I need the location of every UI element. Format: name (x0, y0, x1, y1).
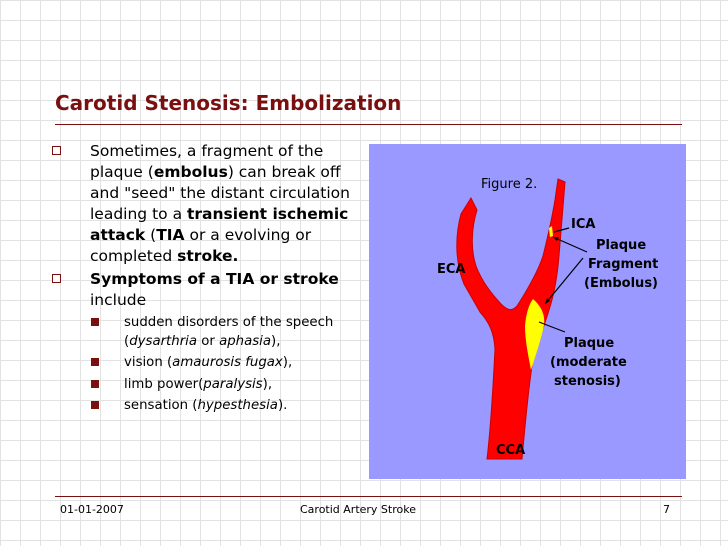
plaque-label-3: stenosis) (554, 374, 621, 389)
text: vision ( (124, 355, 173, 370)
arrowhead (545, 298, 550, 304)
plaque-arrow (538, 321, 566, 333)
filled-square-bullet-icon (91, 379, 99, 388)
text: ). (277, 398, 288, 413)
plaque-shape (525, 299, 545, 370)
text: ( (145, 226, 157, 244)
filled-square-bullet-icon (91, 358, 99, 366)
term-stroke: stroke. (177, 247, 239, 265)
text: include (90, 291, 147, 309)
term: amaurosis fugax (172, 355, 283, 370)
bullet-embolization: Sometimes, a fragment of the plaque (emb… (52, 141, 357, 267)
fragment-arrow-lower (544, 257, 584, 305)
slide-title: Carotid Stenosis: Embolization (55, 91, 402, 115)
footer-divider (55, 496, 682, 497)
fragment-label-2: Fragment (588, 257, 658, 272)
footer-title: Carotid Artery Stroke (300, 503, 416, 516)
fragment-label-1: Plaque (596, 238, 646, 253)
title-divider (55, 124, 682, 125)
term: paralysis (203, 376, 263, 392)
sub-bullet-sensation: sensation (hypesthesia). (52, 397, 357, 416)
text: or a evolving or completed (90, 226, 312, 265)
text: ), (262, 376, 273, 392)
bullet-symptoms: Symptoms of a TIA or stroke include (52, 269, 357, 311)
embolus-shape (549, 226, 553, 237)
sub-bullet-vision: vision (amaurosis fugax), (52, 354, 357, 373)
sub-bullet-limb: limb power(paralysis), (52, 376, 357, 395)
ica-label: ICA (571, 217, 595, 232)
artery-shape (456, 178, 566, 460)
carotid-diagram: Figure 2. ICA ECA CCA Plaque Fragment (E… (437, 177, 658, 460)
fragment-label-3: (Embolus) (584, 276, 658, 291)
arrowhead (553, 237, 559, 241)
bullet-list: Sometimes, a fragment of the plaque (emb… (52, 141, 357, 419)
carotid-figure: Figure 2. ICA ECA CCA Plaque Fragment (E… (369, 144, 686, 479)
text: ) can break off and "seed" the distant c… (90, 163, 350, 223)
cca-label: CCA (496, 443, 525, 458)
text: sudden disorders of the speech ( (124, 315, 334, 349)
figure-caption: Figure 2. (481, 177, 537, 192)
hollow-square-bullet-icon (52, 146, 61, 155)
fragment-arrow-upper (552, 236, 588, 253)
sub-bullet-speech: sudden disorders of the speech (dysarthr… (52, 314, 357, 351)
text: or (197, 333, 220, 349)
term-embolus: embolus (153, 163, 228, 181)
text: Sometimes, a fragment of the plaque ( (90, 142, 324, 181)
footer-date: 01-01-2007 (60, 503, 124, 516)
term: dysarthria (129, 333, 198, 349)
hollow-square-bullet-icon (52, 274, 61, 283)
term-tia: transient ischemic attack (90, 205, 349, 244)
ica-arrow (553, 227, 570, 233)
filled-square-bullet-icon (91, 401, 99, 409)
filled-square-bullet-icon (91, 318, 99, 326)
term-tia-abbr: TIA (156, 226, 185, 244)
text: sensation ( (124, 398, 198, 413)
eca-label: ECA (437, 262, 465, 277)
text: limb power( (124, 376, 204, 392)
page-number: 7 (663, 503, 670, 516)
term-symptoms: Symptoms of a TIA or stroke (90, 270, 339, 288)
text: ), (282, 355, 293, 370)
plaque-label-1: Plaque (564, 336, 614, 351)
term: hypesthesia (197, 398, 278, 413)
plaque-label-2: (moderate (550, 355, 627, 370)
term: aphasia (219, 333, 272, 349)
text: ), (271, 333, 281, 349)
